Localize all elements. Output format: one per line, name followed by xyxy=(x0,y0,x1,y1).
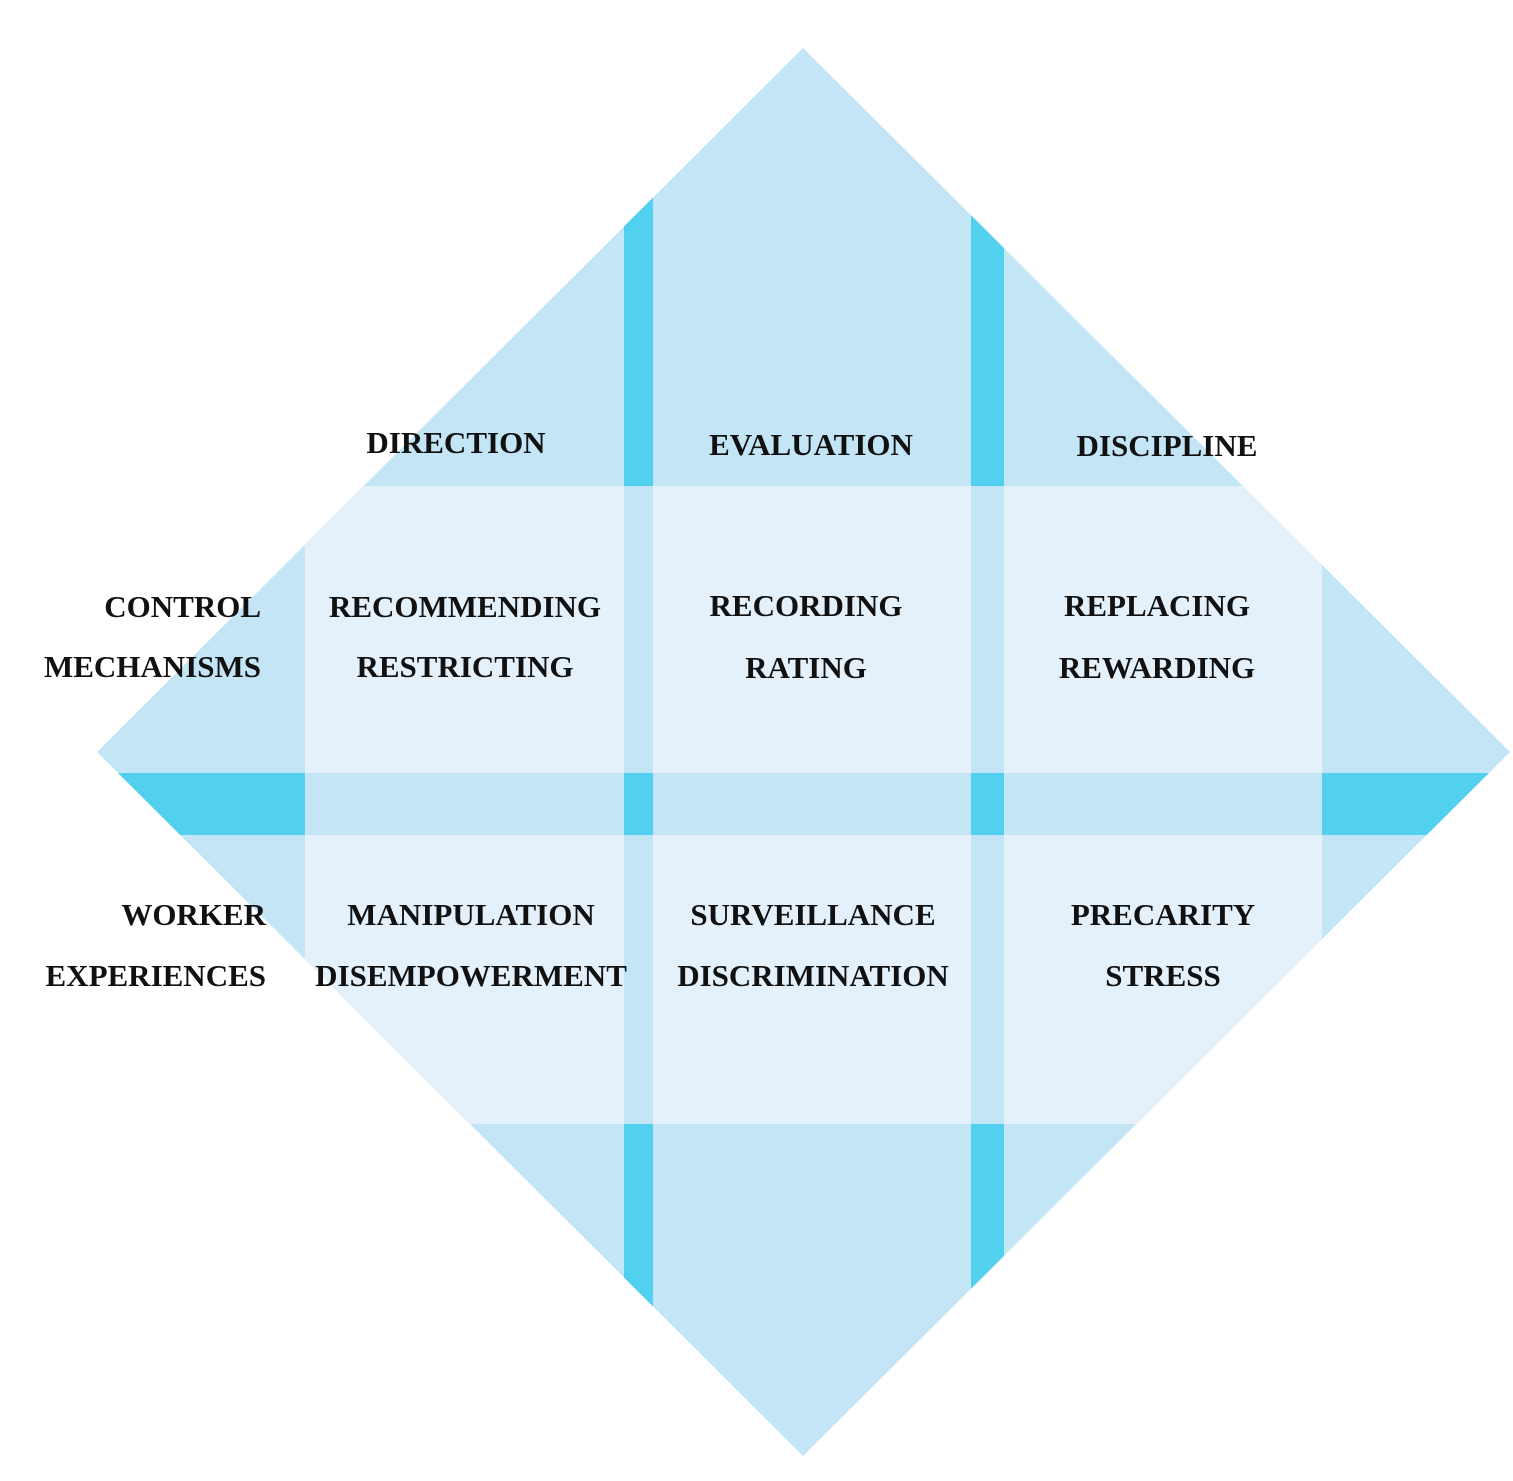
cell-worker-discipline-line2: STRESS xyxy=(1105,958,1220,993)
cell-control-direction-line1: RECOMMENDING xyxy=(329,589,601,624)
cell-control-evaluation-line1: RECORDING xyxy=(710,588,903,623)
column-header-direction: DIRECTION xyxy=(366,425,545,460)
band-accent-left xyxy=(97,773,305,835)
row-label-worker-line2: EXPERIENCES xyxy=(46,958,267,993)
cell-worker-direction-line2: DISEMPOWERMENT xyxy=(315,958,627,993)
cell-worker-discipline-line1: PRECARITY xyxy=(1071,897,1255,932)
band-accent-intersection-right xyxy=(971,773,1004,835)
cell-bg-control-discipline xyxy=(1003,486,1322,773)
band-accent-top-left xyxy=(624,48,653,486)
band-accent-bottom-right xyxy=(971,1124,1004,1456)
cell-worker-direction-line1: MANIPULATION xyxy=(347,897,594,932)
cell-worker-evaluation-line1: SURVEILLANCE xyxy=(690,897,935,932)
band-accent-top-right xyxy=(971,48,1004,486)
row-label-control-line2: MECHANISMS xyxy=(44,649,261,684)
cell-bg-worker-evaluation xyxy=(652,835,971,1124)
column-header-discipline: DISCIPLINE xyxy=(1077,428,1258,463)
row-label-control-line1: CONTROL xyxy=(104,589,261,624)
cell-bg-control-evaluation xyxy=(652,486,971,773)
cell-worker-evaluation-line2: DISCRIMINATION xyxy=(677,958,949,993)
band-accent-right xyxy=(1322,773,1510,835)
horizontal-band xyxy=(97,773,1510,835)
cell-control-direction-line2: RESTRICTING xyxy=(356,649,573,684)
cell-control-discipline-line2: REWARDING xyxy=(1059,650,1255,685)
cell-control-evaluation-line2: RATING xyxy=(745,650,867,685)
cell-control-discipline-line1: REPLACING xyxy=(1064,588,1250,623)
cell-bg-control-direction xyxy=(305,486,624,773)
row-label-worker-line1: WORKER xyxy=(121,897,266,932)
column-header-evaluation: EVALUATION xyxy=(709,427,913,462)
band-accent-intersection-left xyxy=(624,773,653,835)
band-accent-bottom-left xyxy=(624,1124,653,1456)
